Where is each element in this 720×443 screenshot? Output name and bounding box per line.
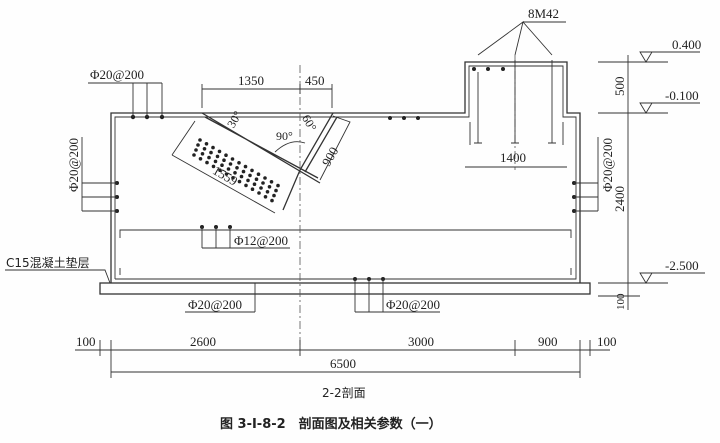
angle-60: 60° <box>299 112 320 134</box>
rebar-label-bottom-left: Φ20@200 <box>188 297 242 312</box>
inclined-rebar-dot <box>274 188 278 193</box>
middle-rebar-line <box>119 229 572 238</box>
inclined-rebar-dot <box>211 164 216 169</box>
dim-bottom-100-left: 100 <box>76 334 96 349</box>
inclined-rebar-dot <box>239 174 244 179</box>
inclined-rebar-dot <box>261 181 265 185</box>
anchor-bolts <box>474 20 566 144</box>
inclined-rebar-dot <box>220 163 224 167</box>
inclined-rebar-dot <box>276 183 280 188</box>
anchor-label: 8M42 <box>528 6 559 21</box>
inclined-rebar-dot <box>259 186 263 190</box>
inclined-rebar-dot <box>202 147 207 151</box>
elevation-minus-2500: -2.500 <box>665 258 699 273</box>
rebar-label-left-wall: Φ20@200 <box>66 138 81 192</box>
inclined-rebar-dot <box>196 143 200 147</box>
elevation-0400: 0.400 <box>672 37 701 52</box>
inclined-rebar-dot <box>230 157 235 161</box>
dim-bottom-3000: 3000 <box>408 334 434 349</box>
inclined-rebar-dot <box>272 193 276 198</box>
inclined-rebar-dot <box>207 155 211 160</box>
inclined-rebar-dot <box>211 145 215 150</box>
inclined-rebar-dot <box>237 179 242 184</box>
inclined-rebar-dot <box>241 169 246 174</box>
inclined-rebar-dot <box>257 191 261 195</box>
section-label: 2-2剖面 <box>322 386 366 400</box>
concrete-pad <box>99 282 591 295</box>
angle-30: 30° <box>224 108 245 130</box>
foundation-outline <box>99 61 591 295</box>
inclined-rebar-dot <box>228 162 233 166</box>
bottom-dimensions: 100 2600 3000 900 100 <box>76 334 617 349</box>
inclined-rebar-dot <box>248 173 252 178</box>
inclined-rebar-dot <box>224 172 229 176</box>
inclined-rebar-dot <box>217 149 222 154</box>
inclined-rebar-dot <box>263 195 268 199</box>
dim-450: 450 <box>305 73 325 88</box>
inclined-rebar-dot <box>235 166 239 170</box>
inclined-rebar-dot <box>226 167 231 171</box>
inclined-rebar-dot <box>243 164 248 169</box>
inclined-rebar-dot <box>194 148 198 152</box>
inclined-rebar-dot <box>254 177 259 181</box>
inclined-rebar-dot <box>237 161 241 165</box>
rebar-label-middle: Φ12@200 <box>234 233 288 248</box>
elevation-markers <box>639 51 705 284</box>
rebar-label-top-left: Φ20@200 <box>90 67 144 82</box>
elevation-minus-0100: -0.100 <box>665 88 699 103</box>
inclined-opening <box>171 112 351 214</box>
inclined-rebar-dot <box>269 180 274 184</box>
dim-500: 500 <box>612 77 627 97</box>
inclined-rebar-dot <box>205 160 209 165</box>
inclined-rebar-dot <box>200 152 205 156</box>
dim-1350: 1350 <box>238 73 264 88</box>
angle-90: 90° <box>276 129 293 143</box>
dim-bottom-100-right: 100 <box>597 334 617 349</box>
inclined-rebar-dot <box>233 171 237 175</box>
inclined-rebar-dot <box>256 172 261 176</box>
dim-2400: 2400 <box>612 186 627 212</box>
inclined-rebar-dot <box>224 153 228 157</box>
inclined-rebar-dot <box>198 138 202 142</box>
dim-900: 900 <box>319 144 342 168</box>
inclined-rebar-dots <box>192 138 280 203</box>
inclined-rebar-dot <box>192 153 196 157</box>
inclined-rebar-dot <box>231 176 235 180</box>
inclined-rebar-dot <box>198 157 203 161</box>
dim-bottom-total: 6500 <box>330 356 356 371</box>
dim-100-right: 100 <box>615 293 627 310</box>
rebar-label-right-wall: Φ20@200 <box>600 138 615 192</box>
dim-1400: 1400 <box>500 150 526 165</box>
inclined-rebar-dot <box>250 168 254 173</box>
inclined-rebar-dot <box>263 176 267 180</box>
inclined-rebar-dot <box>252 182 257 186</box>
inclined-rebar-dot <box>267 185 272 189</box>
rebar-label-bottom-right: Φ20@200 <box>386 297 440 312</box>
inclined-rebar-dot <box>209 150 213 155</box>
inclined-rebar-dot <box>215 154 220 159</box>
inclined-rebar-dot <box>244 183 248 188</box>
inclined-rebar-dot <box>222 158 226 162</box>
inclined-rebar-dot <box>213 159 218 164</box>
dim-bottom-2600: 2600 <box>190 334 216 349</box>
dim-bottom-900: 900 <box>538 334 558 349</box>
inclined-rebar-dot <box>218 168 222 172</box>
pad-label: C15混凝土垫层 <box>6 255 90 270</box>
inclined-rebar-dot <box>246 178 250 183</box>
inclined-rebar-dot <box>204 142 209 146</box>
inclined-rebar-dot <box>265 190 270 194</box>
inclined-rebar-dot <box>270 198 274 203</box>
figure-caption: 图 3-Ⅰ-8-2 剖面图及相关参数（一） <box>220 416 442 432</box>
rebar-dots <box>115 67 576 281</box>
inclined-rebar-dot <box>250 187 255 191</box>
